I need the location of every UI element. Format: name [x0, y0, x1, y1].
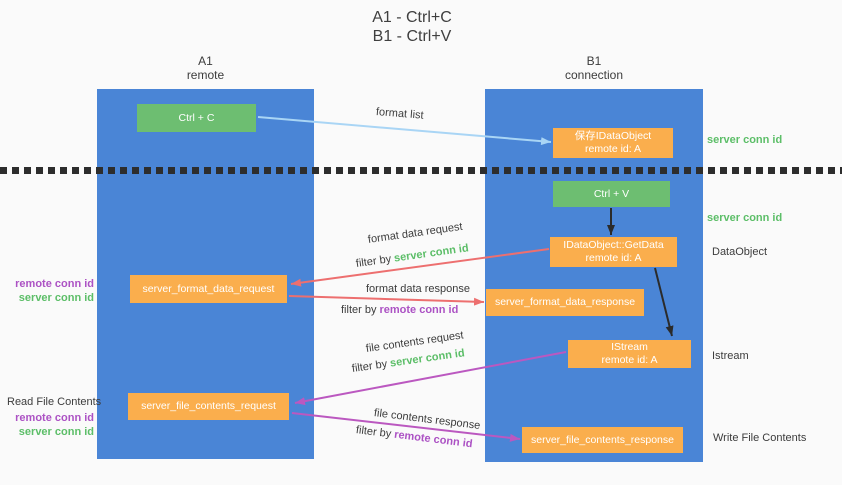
side-label-dataobject: DataObject [712, 246, 768, 258]
node-server-file-contents-response: server_file_contents_response [522, 427, 683, 453]
node-ctrl-v: Ctrl + V [553, 181, 670, 207]
label-format-request-filter: filter byserver conn id [355, 242, 469, 270]
remote-conn-id-text: remote conn id [379, 304, 459, 316]
lifeline-a1-role: remote [186, 68, 225, 82]
side-label-remote-conn-id-1: remote conn id [15, 278, 94, 290]
node-server-file-contents-request: server_file_contents_request [128, 393, 289, 420]
side-label-istream: Istream [712, 350, 749, 362]
node-getdata-line1: IDataObject::GetData [563, 239, 664, 251]
node-istream: IStream remote id: A [568, 340, 691, 368]
diagram-title: A1 - Ctrl+C B1 - Ctrl+V [322, 8, 502, 46]
node-istream-line1: IStream [611, 341, 648, 353]
filter-by-text: filter by [351, 358, 388, 375]
lifeline-header-a1: A1 remote [97, 54, 314, 82]
side-label-server-conn-id-mid: server conn id [707, 212, 783, 224]
node-save-idataobject-line2: remote id: A [584, 143, 642, 155]
side-label-read-file-contents: Read File Contents [7, 396, 102, 408]
remote-conn-id-text: remote conn id [393, 428, 474, 451]
lifeline-header-b1: B1 connection [485, 54, 703, 82]
node-format-request-label: server_format_data_request [142, 282, 275, 295]
node-file-request-label: server_file_contents_request [141, 400, 276, 412]
node-getdata-line2: remote id: A [585, 252, 642, 264]
label-format-list: format list [375, 106, 425, 122]
title-line-1: A1 - Ctrl+C [372, 9, 452, 26]
title-line-2: B1 - Ctrl+V [372, 28, 452, 45]
filter-by-text: filter by [355, 253, 392, 270]
node-istream-line2: remote id: A [601, 354, 658, 366]
node-ctrl-v-label: Ctrl + V [593, 187, 630, 200]
side-label-server-conn-id-top: server conn id [707, 134, 783, 146]
label-format-data-request: format data request [367, 220, 464, 246]
arrow-format-data-response [288, 295, 485, 306]
side-label-server-conn-id-1: server conn id [18, 292, 94, 304]
side-label-conn-ids-format: remote conn id server conn id [10, 277, 94, 305]
side-label-write-file-contents: Write File Contents [713, 432, 807, 444]
filter-by-text: filter by [355, 424, 392, 441]
dotted-divider-line [0, 167, 842, 174]
server-conn-id-text: server conn id [393, 242, 470, 265]
lifeline-b1-role: connection [564, 68, 624, 82]
lifeline-b1-name: B1 [586, 54, 602, 68]
side-label-server-conn-id-2: server conn id [18, 426, 94, 438]
lifeline-a1-name: A1 [198, 54, 213, 68]
node-server-format-data-request: server_format_data_request [130, 275, 287, 303]
filter-by-text: filter by [341, 304, 377, 316]
server-conn-id-text: server conn id [389, 347, 466, 370]
node-idataobject-getdata: IDataObject::GetData remote id: A [550, 237, 677, 267]
node-save-idataobject-line1: 保存IDataObject [574, 130, 652, 142]
node-format-response-label: server_format_data_response [494, 296, 636, 308]
node-ctrl-c-label: Ctrl + C [178, 111, 215, 124]
node-file-response-label: server_file_contents_response [530, 433, 674, 446]
node-server-format-data-response: server_format_data_response [486, 289, 644, 316]
side-label-conn-ids-file: remote conn id server conn id [10, 411, 94, 439]
node-ctrl-c: Ctrl + C [137, 104, 256, 132]
side-label-remote-conn-id-2: remote conn id [15, 412, 94, 424]
node-save-idataobject: 保存IDataObject remote id: A [553, 128, 673, 158]
label-format-data-response: format data response [366, 283, 470, 295]
